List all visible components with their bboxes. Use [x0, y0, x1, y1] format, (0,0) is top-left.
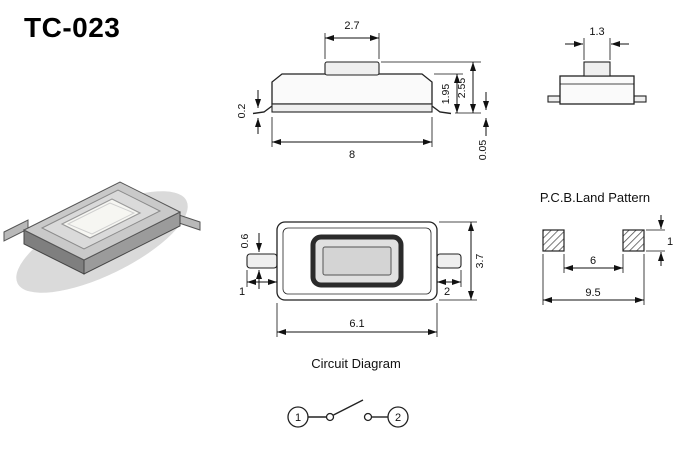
dim-label: 6.1 [349, 318, 364, 330]
side-view-part [547, 61, 647, 105]
dim-label: 3.7 [474, 254, 486, 269]
terminal-1-label: 1 [295, 412, 301, 424]
switch-lever [333, 399, 364, 416]
lead-left [547, 95, 561, 103]
pad-left [542, 229, 565, 252]
body [559, 75, 635, 105]
dim-label: 1 [667, 236, 673, 248]
pads [542, 229, 645, 252]
dim-label: 8 [349, 149, 355, 161]
dim-label: 0.05 [477, 140, 489, 161]
contact-node-left [325, 412, 335, 422]
dim-label: 6 [590, 255, 596, 267]
page-title: TC-023 [24, 12, 121, 43]
dim-label: 2.7 [344, 20, 359, 32]
plunger [583, 61, 611, 77]
plunger [324, 61, 380, 76]
side-view-drawing: 1.3 [547, 26, 647, 105]
dim-label: 1 [239, 286, 245, 298]
top-view-part [246, 221, 462, 301]
top-view-dimensions: 0.6 1 2 3.7 6.1 [239, 221, 486, 337]
product-photo [3, 181, 201, 293]
circuit-diagram: Circuit Diagram 1 2 [287, 356, 409, 428]
dim-label: 1.3 [589, 26, 604, 38]
top-view-drawing: 0.6 1 2 3.7 6.1 [239, 221, 486, 337]
cover-body [271, 73, 433, 105]
terminal-2-label: 2 [395, 412, 401, 424]
pcb-land-pattern: P.C.B.Land Pattern 6 9.5 1 [540, 190, 673, 305]
terminal-2-symbol [387, 406, 409, 428]
button-top [60, 198, 142, 239]
side-view-dimensions: 1.3 [565, 26, 629, 60]
dim-label: 0.6 [239, 234, 251, 249]
dim-label: 9.5 [585, 287, 600, 299]
gullwing-lead-left [252, 105, 273, 115]
pad-right [622, 229, 645, 252]
cover-inner-edge [282, 227, 432, 295]
button-edge [66, 202, 136, 235]
dim-label: 0.2 [236, 104, 248, 119]
pcb-dimensions: 6 9.5 1 [542, 215, 673, 305]
front-view-drawing: 2.7 0.2 1.95 2.55 0.05 8 [236, 20, 489, 161]
dim-label: 2 [444, 286, 450, 298]
pcb-pattern-title: P.C.B.Land Pattern [540, 190, 650, 205]
switch-3d-render [3, 181, 201, 293]
button-face [322, 246, 392, 276]
front-view-dimensions: 2.7 0.2 1.95 2.55 0.05 8 [236, 20, 489, 161]
dim-label: 2.55 [456, 78, 468, 99]
front-view-part [252, 61, 452, 115]
lead-right [436, 253, 462, 269]
circuit-diagram-title: Circuit Diagram [311, 356, 401, 371]
base-plate [271, 103, 433, 113]
lead-left [246, 253, 278, 269]
contact-node-right [363, 412, 373, 422]
gullwing-lead-right [431, 105, 452, 115]
circuit-symbols: 1 2 [287, 399, 409, 428]
dim-label: 1.95 [440, 84, 452, 105]
lead-right [633, 95, 647, 103]
